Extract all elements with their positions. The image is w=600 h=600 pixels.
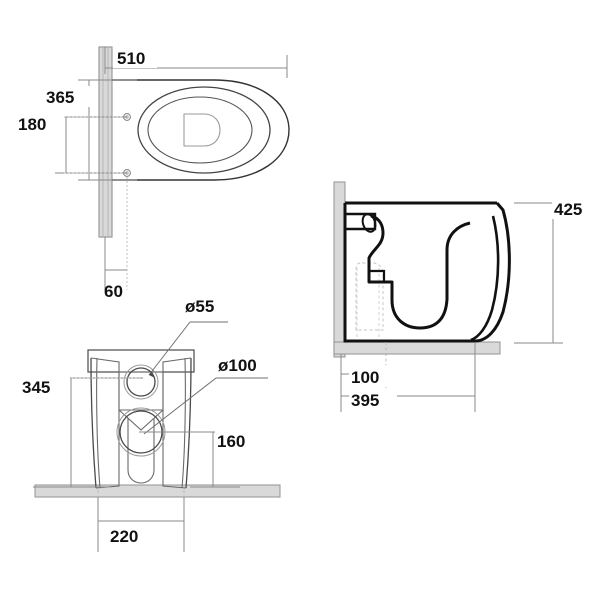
top-view: 510 365 180 60 [16, 46, 290, 301]
dimension-425-label: 425 [554, 200, 582, 219]
dimension-220-label: 220 [110, 527, 138, 546]
dimension-180: 180 [16, 113, 127, 174]
top-view-pan-outline [112, 79, 290, 181]
side-view: 425 100 395 [333, 181, 600, 412]
dimension-100: 100 [340, 342, 393, 392]
dimension-395: 395 [340, 342, 476, 412]
dimension-510: 510 [104, 47, 288, 78]
dimension-100-label: 100 [351, 368, 379, 387]
dimension-345: 345 [20, 375, 143, 488]
callout-d100-label: ø100 [218, 356, 257, 375]
dimension-160-label: 160 [217, 432, 245, 451]
dimension-365-label: 365 [46, 88, 74, 107]
dimension-60: 60 [104, 177, 128, 301]
dimension-180-label: 180 [18, 115, 46, 134]
side-view-hidden-connection [355, 262, 384, 342]
front-view-pan-outline [87, 349, 195, 489]
callout-d100: ø100 [143, 353, 282, 435]
dimension-220: 220 [97, 490, 185, 552]
top-view-wall [98, 46, 113, 238]
callout-d55: ø55 [148, 294, 237, 378]
front-view: ø55 ø100 345 160 [20, 294, 282, 552]
dimension-510-label: 510 [117, 49, 145, 68]
dimension-395-label: 395 [351, 391, 379, 410]
side-view-wall [333, 181, 346, 358]
side-view-pan-outline [343, 201, 511, 343]
dimension-425: 425 [514, 197, 600, 344]
dimension-160: 160 [139, 429, 263, 488]
dimension-365: 365 [44, 79, 137, 181]
top-view-fixing-holes [123, 113, 131, 177]
callout-d55-label: ø55 [185, 297, 214, 316]
dimension-345-label: 345 [22, 378, 50, 397]
dimension-60-label: 60 [104, 282, 123, 301]
